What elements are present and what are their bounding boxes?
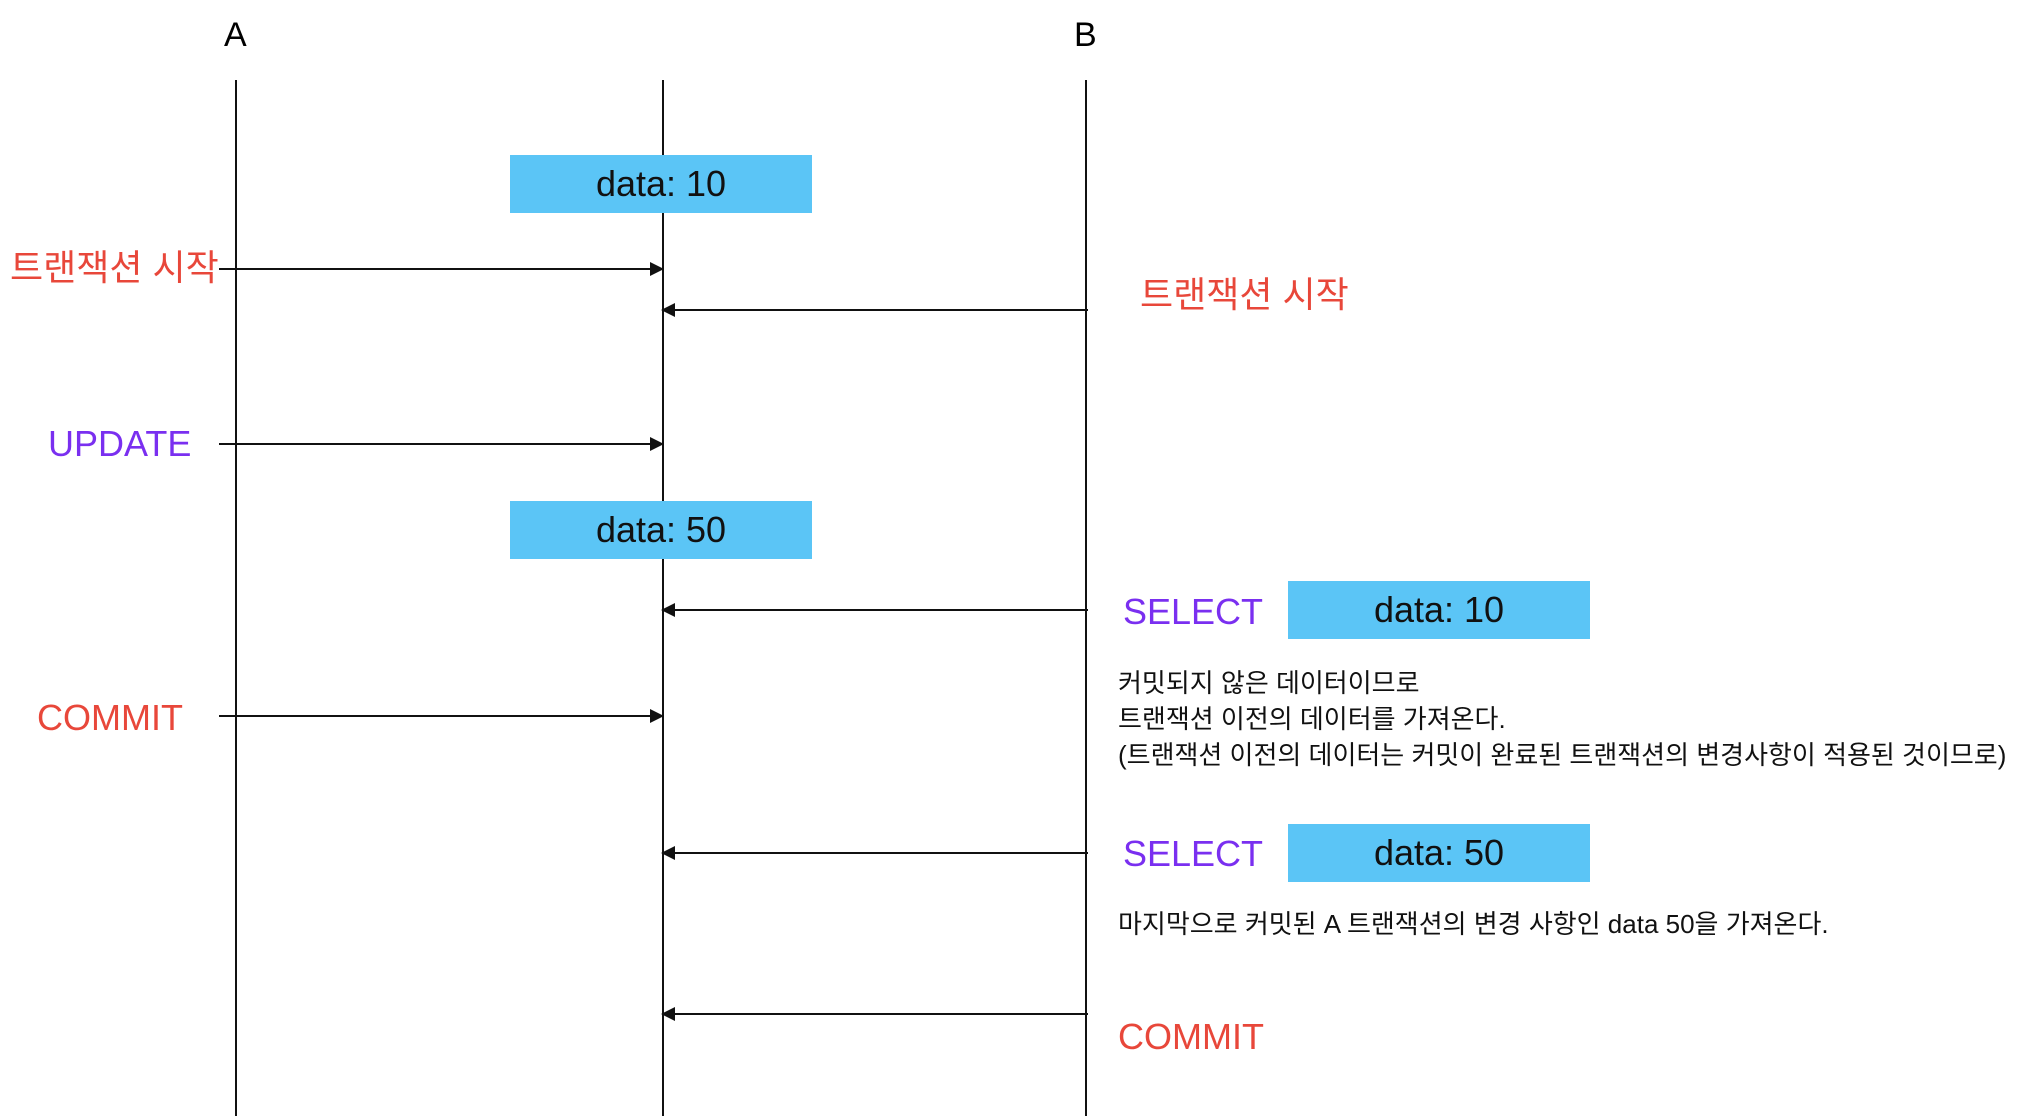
actor-b-label: B <box>1074 16 1097 54</box>
data-box-initial: data: 10 <box>510 155 812 213</box>
note-line: (트랜잭션 이전의 데이터는 커밋이 완료된 트랜잭션의 변경사항이 적용된 것… <box>1118 740 2007 770</box>
b-select1-label: SELECT <box>1123 591 1264 632</box>
lifeline-db <box>662 80 664 1116</box>
b-select1-result-box: data: 10 <box>1288 581 1590 639</box>
b-commit-arrow <box>661 1007 1088 1021</box>
note-line: 트랜잭션 이전의 데이터를 가져온다. <box>1118 704 1506 734</box>
note-line: 커밋되지 않은 데이터이므로 <box>1118 668 1420 698</box>
b-select2-label: SELECT <box>1123 833 1264 874</box>
a-commit-arrow <box>219 709 664 723</box>
b-commit-label: COMMIT <box>1118 1016 1264 1057</box>
b-select1-note: 커밋되지 않은 데이터이므로 트랜잭션 이전의 데이터를 가져온다. (트랜잭션… <box>1118 665 2006 773</box>
lifeline-a <box>235 80 237 1116</box>
a-update-label: UPDATE <box>48 423 192 464</box>
b-transaction-start-arrow <box>661 303 1088 317</box>
a-commit-label: COMMIT <box>37 697 183 738</box>
lifeline-b <box>1085 80 1087 1116</box>
b-select2-result-box: data: 50 <box>1288 824 1590 882</box>
b-select1-arrow <box>661 603 1088 617</box>
b-transaction-start-label: 트랜잭션 시작 <box>1140 274 1349 315</box>
actor-a-label: A <box>224 16 247 54</box>
b-select2-arrow <box>661 846 1088 860</box>
data-box-after-update: data: 50 <box>510 501 812 559</box>
a-update-arrow <box>219 437 664 451</box>
b-select2-note: 마지막으로 커밋된 A 트랜잭션의 변경 사항인 data 50을 가져온다. <box>1118 909 1829 939</box>
a-transaction-start-label: 트랜잭션 시작 <box>10 247 219 288</box>
a-transaction-start-arrow <box>219 262 664 276</box>
